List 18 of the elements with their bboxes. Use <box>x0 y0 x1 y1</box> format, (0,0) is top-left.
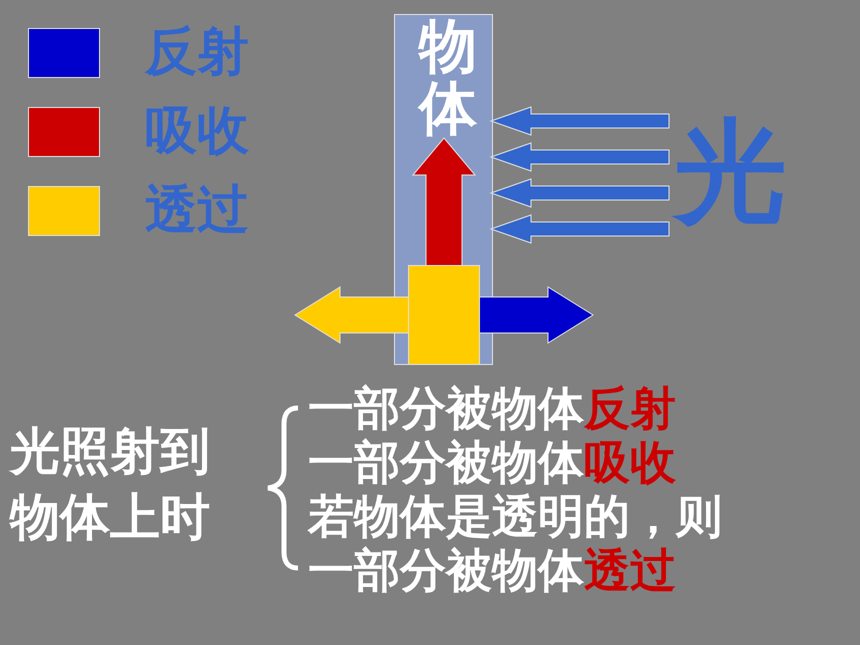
light-label: 光 <box>668 110 793 235</box>
explanation-text: 一部分被物体透过 <box>308 544 677 596</box>
legend-label: 透过 <box>145 179 249 242</box>
block-arrow <box>294 286 410 344</box>
legend-label: 反射 <box>145 21 249 84</box>
explanation-text: 一部分被物体吸收 <box>308 436 677 488</box>
object-label: 物体 <box>417 15 478 139</box>
explanation-text: 光照射到物体上时 <box>10 421 211 548</box>
block-arrow <box>489 142 670 172</box>
block-arrow <box>478 286 594 344</box>
block-arrow <box>412 137 476 266</box>
explanation-text: 若物体是透明的，则 <box>308 490 723 542</box>
block-arrow <box>489 214 670 244</box>
explanation-text: 一部分被物体反射 <box>308 382 677 434</box>
legend-label: 吸收 <box>145 100 249 163</box>
block-arrow <box>489 178 670 208</box>
block-arrow <box>489 106 670 136</box>
light-source-box <box>408 265 480 365</box>
